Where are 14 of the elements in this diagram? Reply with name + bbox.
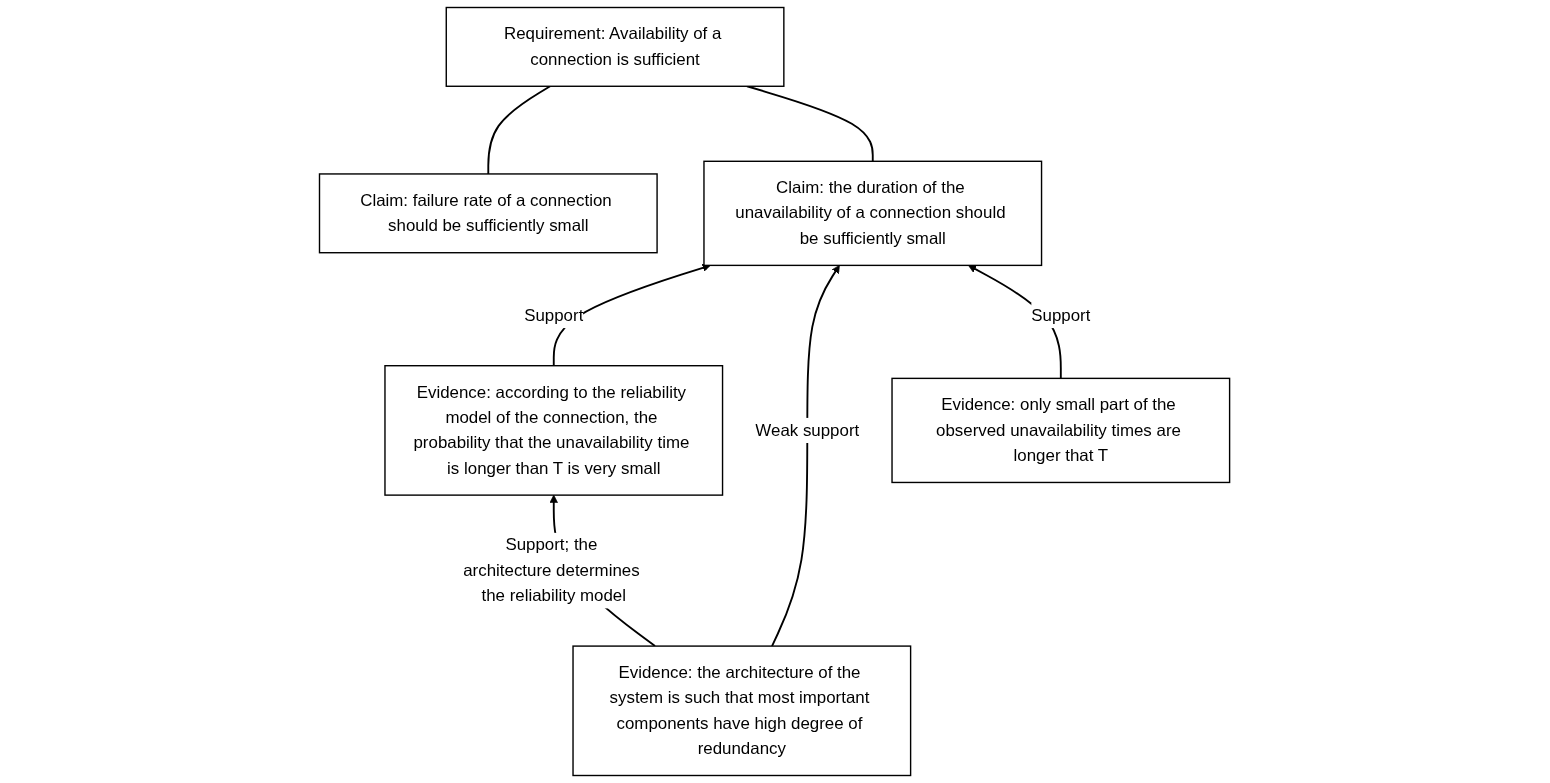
connector [746,85,875,163]
node-box: Evidence: only small part of the observed unavailability times are longer that T [891,377,1231,484]
edge-label: Weak support [755,420,860,440]
edge-label: Support [524,305,584,325]
node-box: Requirement: Availability of a connection is sufficient [446,6,785,87]
node-box: Claim: the duration of the unavailability of a connection should be sufficiently small [703,160,1043,267]
arrow [553,263,712,367]
edge-label: Support; the architecture determines the reliability model [463,535,641,605]
node-box: Evidence: the architecture of the system is such that most important components have high degree of redundancy [572,645,912,777]
arrow [771,265,841,648]
node-box: Evidence: according to the reliability model of the connection, the probability that the unavailability time is longer than T is very small [384,365,724,496]
connector [487,85,552,175]
edge-label: Support [1031,305,1091,325]
node-box: Claim: failure rate of a connection should be sufficiently small [319,173,659,254]
